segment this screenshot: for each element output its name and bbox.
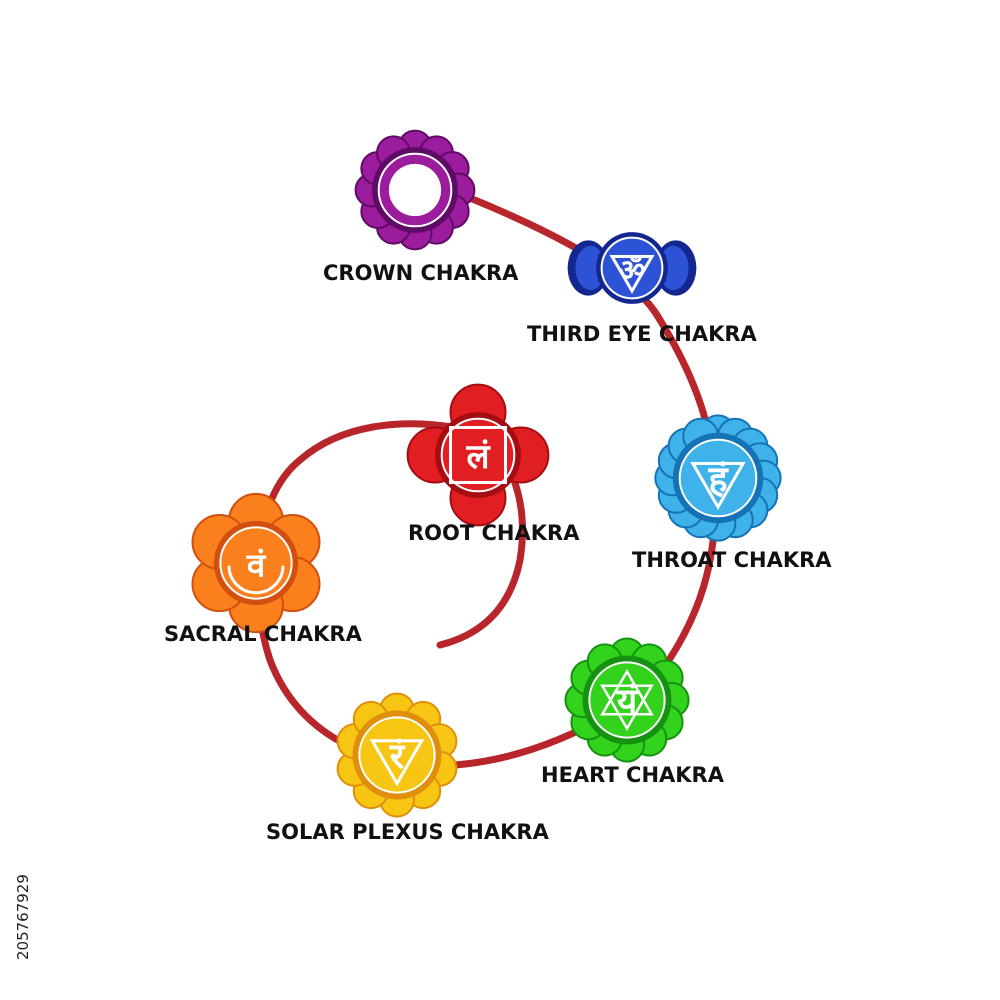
stock-id-watermark: 205767929 [2,760,42,980]
svg-text:वं: वं [246,546,267,585]
stock-id-text: 205767929 [14,874,32,960]
root-chakra-label: ROOT CHAKRA [408,521,580,545]
throat-chakra-label: THROAT CHAKRA [632,548,832,572]
crown-chakra-icon: ॐ [354,129,476,251]
chakra-third-eye: ॐ THIRD EYE CHAKRA [527,232,758,346]
third-eye-chakra-icon: ॐ [567,232,697,304]
chakra-heart: यं HEART CHAKRA [541,637,725,787]
throat-chakra-icon: हं [654,414,782,542]
heart-chakra-label: HEART CHAKRA [541,763,725,787]
chakra-throat: हं THROAT CHAKRA [632,414,832,572]
svg-text:लं: लं [465,437,491,477]
crown-chakra-label: CROWN CHAKRA [323,261,519,285]
svg-text:ॐ: ॐ [619,253,645,287]
svg-text:हं: हं [707,460,729,501]
solar-plexus-chakra-icon: रं [336,692,458,818]
root-chakra-icon: लं [406,383,550,527]
svg-text:ॐ: ॐ [399,172,430,212]
solar-plexus-chakra-label: SOLAR PLEXUS CHAKRA [266,820,550,844]
chakra-sacral: वं SACRAL CHAKRA [164,492,363,646]
sacral-chakra-icon: वं [191,492,321,634]
third-eye-chakra-label: THIRD EYE CHAKRA [527,322,758,346]
heart-chakra-icon: यं [564,637,690,763]
svg-text:यं: यं [616,682,639,722]
sacral-chakra-label: SACRAL CHAKRA [164,622,363,646]
chakra-solar-plexus: रं SOLAR PLEXUS CHAKRA [266,692,550,844]
svg-text:रं: रं [389,737,406,777]
chakra-root: लं ROOT CHAKRA [406,383,580,545]
chakra-crown: ॐ CROWN CHAKRA [323,129,519,285]
